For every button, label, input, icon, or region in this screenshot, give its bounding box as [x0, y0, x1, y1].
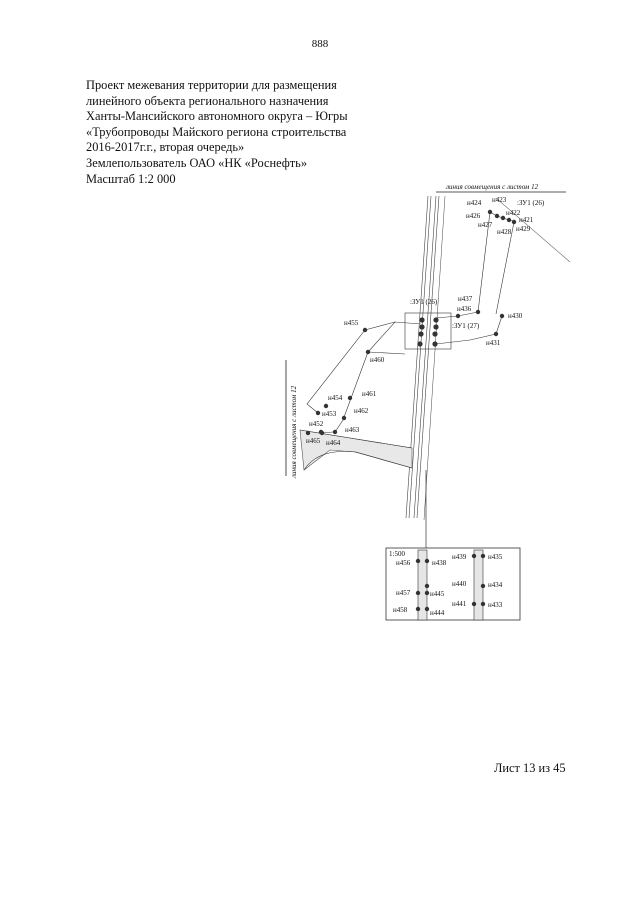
survey-point-marker	[506, 217, 512, 223]
parcel-label-zu1-27: :ЗУ1 (27)	[452, 322, 480, 330]
survey-point-marker	[494, 213, 500, 219]
boundary-line	[495, 197, 571, 263]
survey-point-label: н458	[393, 606, 408, 614]
survey-point-label: н430	[508, 312, 523, 320]
survey-point-marker	[365, 349, 371, 355]
survey-point-marker	[487, 209, 493, 215]
survey-point-marker	[319, 430, 325, 436]
survey-point-label: н445	[430, 590, 445, 598]
survey-point-label: н439	[452, 553, 467, 561]
parcel-outline-left	[306, 321, 396, 434]
parcel-markers	[417, 317, 439, 347]
title-line: линейного объекта регионального назначен…	[86, 93, 329, 108]
survey-point-marker	[323, 403, 329, 409]
survey-point-label: н429	[516, 225, 531, 233]
survey-point-label: н423	[492, 196, 507, 204]
parcel-label-zu1-26: :ЗУ1 (26)	[410, 298, 438, 306]
match-line-top-label: линия совмещения с листом 12	[445, 183, 539, 191]
survey-point-label: н464	[326, 439, 341, 447]
parcel-label-zu1-26-top: :ЗУ1 (26)	[517, 199, 545, 207]
title-line: Проект межевания территории для размещен…	[86, 78, 337, 92]
corridor	[405, 195, 446, 521]
survey-point-label: н452	[309, 420, 324, 428]
title-block: Проект межевания территории для размещен…	[86, 78, 348, 187]
survey-points: н423 н424 н422 н426 н421 н427 н429 н428 н437 н436…	[305, 196, 534, 617]
survey-point-label: н422	[506, 209, 521, 217]
survey-point-label: н444	[430, 609, 445, 617]
survey-point-label: н427	[478, 221, 493, 229]
survey-point-label: н435	[488, 553, 503, 561]
survey-point-label: н462	[354, 407, 369, 415]
survey-point-marker	[511, 219, 517, 225]
survey-point-marker	[347, 395, 353, 401]
match-line-left-label: линия совмещения с листом 12	[290, 385, 298, 479]
page-number: 888	[311, 38, 329, 50]
survey-point-label: н456	[396, 559, 411, 567]
survey-point-marker	[493, 331, 499, 337]
inset-frame	[385, 547, 521, 621]
survey-point-label: н431	[486, 339, 501, 347]
survey-point-marker	[500, 215, 506, 221]
survey-point-marker	[305, 430, 311, 436]
survey-point-label: н421	[519, 216, 534, 224]
land-user-line: Землепользователь ОАО «НК «Роснефть»	[86, 155, 308, 170]
survey-point-label: н436	[457, 305, 472, 313]
survey-point-marker	[332, 429, 338, 435]
survey-point-label: н424	[467, 199, 482, 207]
survey-point-label: н455	[344, 319, 359, 327]
scale-line: Масштаб 1:2 000	[86, 171, 176, 186]
survey-point-label: н438	[432, 559, 447, 567]
survey-point-marker	[475, 309, 481, 315]
survey-point-label: н440	[452, 580, 467, 588]
survey-point-marker	[455, 313, 461, 319]
survey-point-label: н433	[488, 601, 503, 609]
survey-point-label: н434	[488, 581, 503, 589]
title-line: 2016-2017г.г., вторая очередь»	[86, 140, 245, 155]
survey-point-label: н454	[328, 394, 343, 402]
survey-point-label: н426	[466, 212, 481, 220]
survey-point-label: н460	[370, 356, 385, 364]
hatched-strip	[299, 429, 413, 471]
inset-scale-label: 1:500	[389, 550, 405, 558]
survey-point-marker	[315, 410, 321, 416]
title-line: «Трубопроводы Майского региона строитель…	[86, 124, 347, 139]
survey-point-label: н461	[362, 390, 377, 398]
parcel-frame	[404, 312, 452, 350]
survey-point-marker	[341, 415, 347, 421]
survey-point-label: н437	[458, 295, 473, 303]
survey-point-label: н465	[306, 437, 321, 445]
title-line: Ханты-Мансийского автономного округа – Ю…	[86, 109, 348, 124]
survey-point-label: н453	[322, 410, 337, 418]
survey-point-label: н441	[452, 600, 467, 608]
survey-point-marker	[362, 327, 368, 333]
survey-point-label: н463	[345, 426, 360, 434]
survey-point-label: н457	[396, 589, 411, 597]
inset-markers	[415, 553, 486, 612]
survey-point-marker	[499, 313, 505, 319]
sheet-number: Лист 13 из 45	[494, 761, 566, 775]
survey-point-label: н428	[497, 228, 512, 236]
